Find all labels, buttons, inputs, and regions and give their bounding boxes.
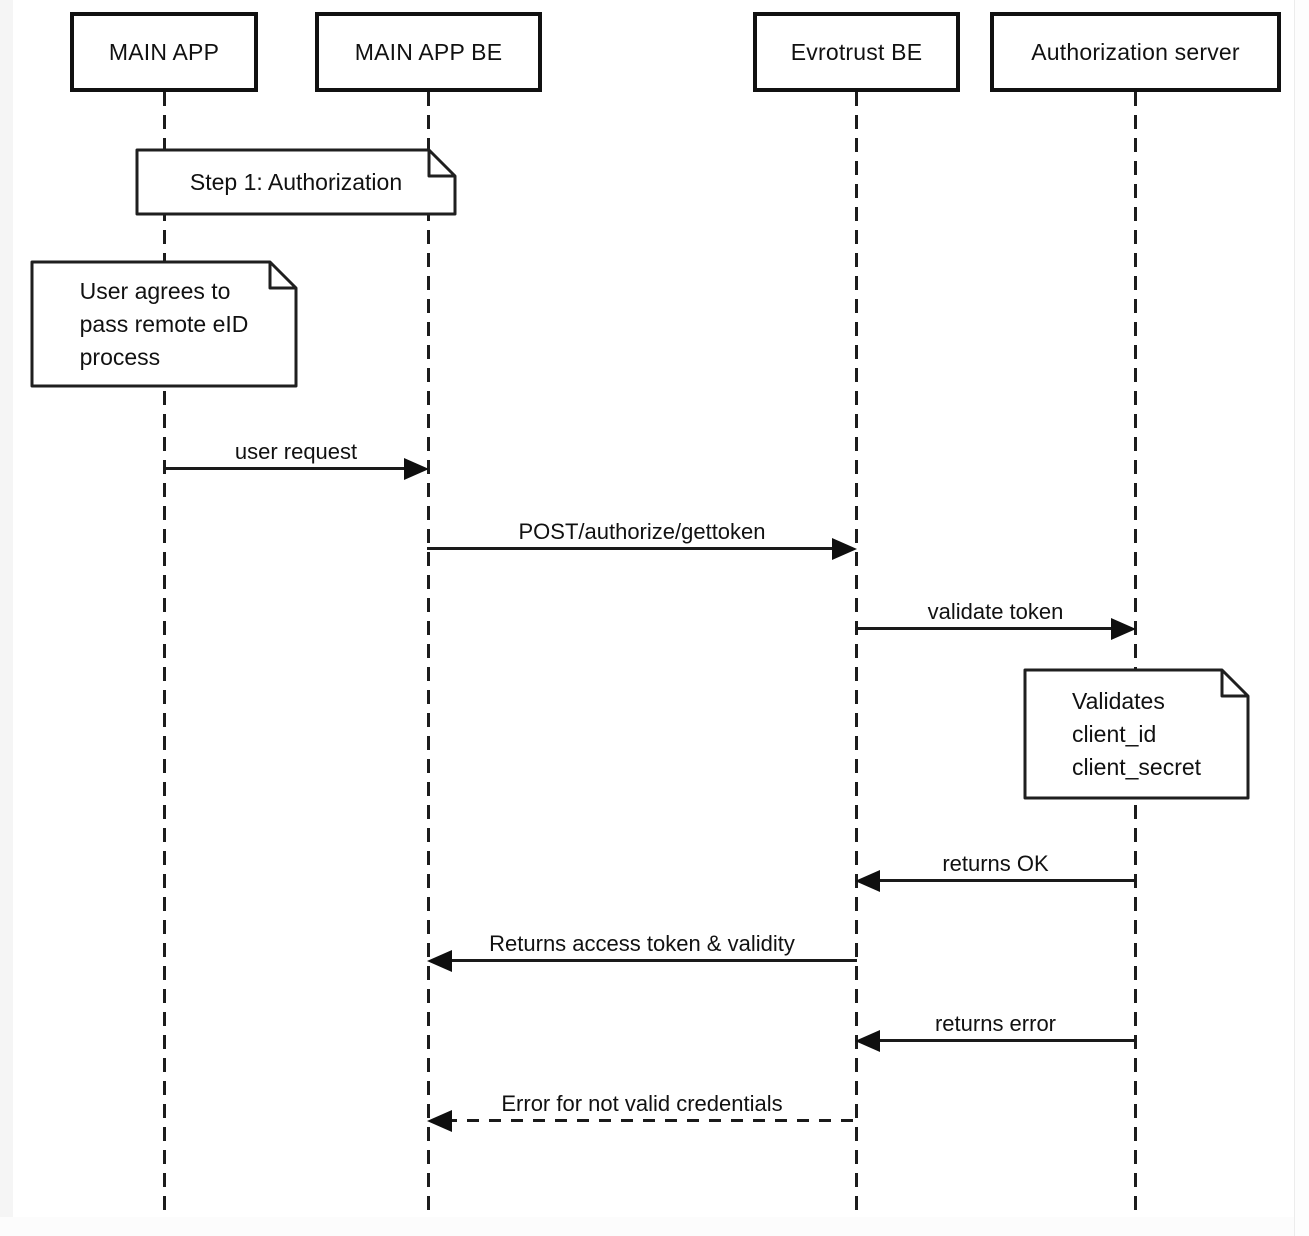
message-label: user request — [234, 439, 358, 464]
actor-box-main-app: MAIN APP — [70, 12, 258, 92]
lifeline-evrotrust-be — [855, 92, 858, 1215]
note-shape-icon — [135, 148, 457, 216]
arrowhead-right-icon — [404, 458, 429, 480]
message-line — [873, 879, 1136, 882]
message-label: Returns access token & validity — [489, 931, 795, 956]
right-edge-strip — [1294, 0, 1309, 1236]
message-line-dashed — [445, 1119, 857, 1122]
note-shape-icon — [30, 260, 298, 388]
arrowhead-left-icon — [855, 870, 880, 892]
note-step1-text: Step 1: Authorization — [189, 168, 403, 195]
actor-label-authorization-server: Authorization server — [1031, 38, 1240, 65]
actor-box-authorization-server: Authorization server — [990, 12, 1281, 92]
message-line — [445, 959, 857, 962]
message-returns-ok: returns OK — [855, 842, 1136, 894]
actor-box-main-app-be: MAIN APP BE — [315, 12, 542, 92]
message-line — [427, 547, 839, 550]
message-label: POST/authorize/gettoken — [518, 519, 766, 544]
lifeline-main-app — [163, 92, 166, 1215]
note-validates-line1: Validates — [1071, 687, 1165, 714]
message-label: returns OK — [942, 851, 1049, 876]
message-label: returns error — [934, 1011, 1057, 1036]
arrowhead-left-icon — [427, 1110, 452, 1132]
left-edge-strip — [0, 0, 13, 1236]
arrowhead-left-icon — [427, 950, 452, 972]
note-validates: Validates client_id client_secret — [1023, 668, 1250, 800]
note-shape-icon — [1023, 668, 1250, 800]
note-user-agrees-line1: User agrees to — [79, 277, 231, 304]
note-user-agrees-line2: pass remote eID — [79, 310, 249, 337]
message-line — [873, 1039, 1136, 1042]
message-post-authorize-gettoken: POST/authorize/gettoken — [427, 510, 857, 562]
message-returns-access-token: Returns access token & validity — [427, 922, 857, 974]
actor-label-evrotrust-be: Evrotrust BE — [790, 38, 923, 65]
actor-label-main-app-be: MAIN APP BE — [354, 38, 503, 65]
arrowhead-right-icon — [832, 538, 857, 560]
message-line — [855, 627, 1118, 630]
message-line — [163, 467, 411, 470]
note-validates-line2: client_id — [1071, 720, 1157, 747]
arrowhead-right-icon — [1111, 618, 1136, 640]
message-validate-token: validate token — [855, 590, 1136, 642]
actor-box-evrotrust-be: Evrotrust BE — [753, 12, 960, 92]
lifeline-authorization-server — [1134, 92, 1137, 1215]
note-user-agrees-line3: process — [79, 343, 161, 370]
note-step1: Step 1: Authorization — [135, 148, 457, 216]
message-user-request: user request — [163, 430, 429, 482]
note-user-agrees: User agrees to pass remote eID process — [30, 260, 298, 388]
message-error-not-valid-credentials: Error for not valid credentials — [427, 1082, 857, 1134]
actor-label-main-app: MAIN APP — [108, 38, 220, 65]
message-returns-error: returns error — [855, 1002, 1136, 1054]
message-label: Error for not valid credentials — [501, 1091, 783, 1116]
note-validates-line3: client_secret — [1071, 753, 1202, 780]
message-label: validate token — [927, 599, 1064, 624]
lifeline-main-app-be — [427, 92, 430, 1215]
arrowhead-left-icon — [855, 1030, 880, 1052]
bottom-edge-strip — [0, 1217, 1309, 1236]
